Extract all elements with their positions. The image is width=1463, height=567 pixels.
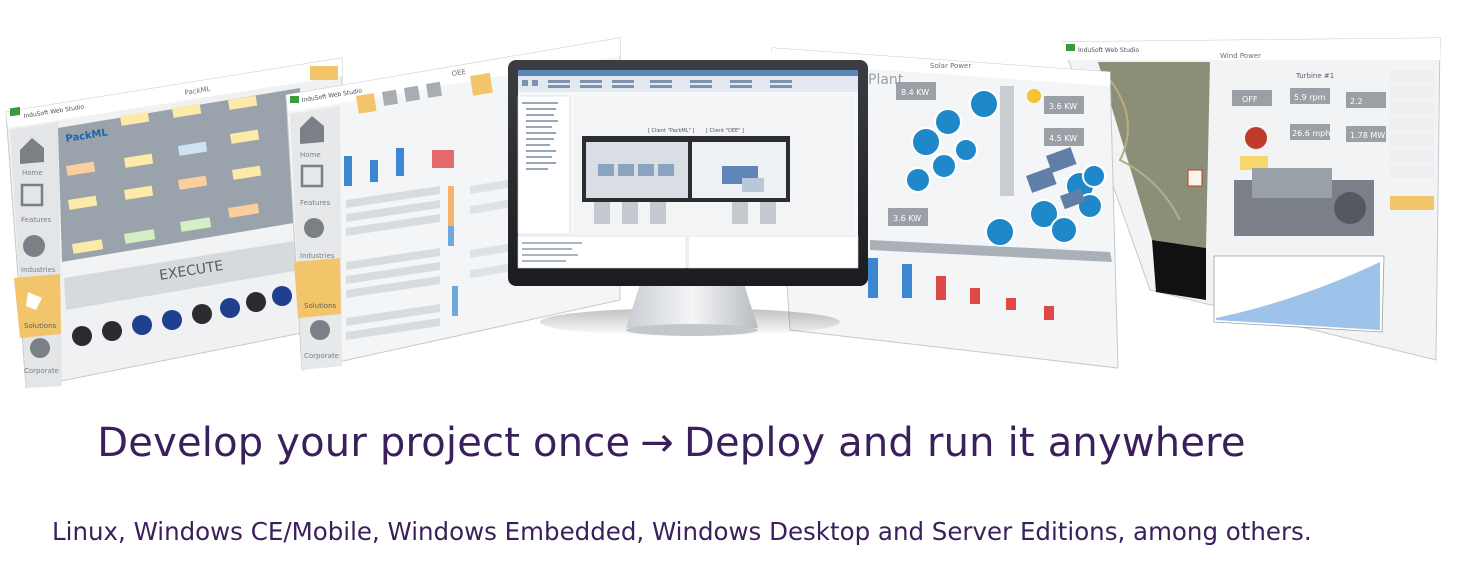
svg-text:Solutions: Solutions — [304, 302, 337, 310]
headline-part2: Deploy and run it anywhere — [684, 420, 1246, 466]
command-button-6[interactable] — [220, 298, 240, 318]
svg-text:Industries: Industries — [21, 266, 56, 274]
command-button-5[interactable] — [192, 304, 212, 324]
hero-scene: InduSoft Web Studio PackML Home Features… — [5, 37, 1441, 389]
corporate-globe-icon — [310, 320, 330, 340]
desktop-monitor: [ Client "PackML" ] [ Client "OEE" ] — [508, 60, 868, 336]
command-button-4[interactable] — [162, 310, 182, 330]
command-button-7[interactable] — [246, 292, 266, 312]
svg-text:2.2: 2.2 — [1350, 97, 1363, 106]
corporate-globe-icon — [30, 338, 50, 358]
svg-text:InduSoft Web Studio: InduSoft Web Studio — [1078, 47, 1139, 54]
packml-state-boxes — [66, 95, 262, 210]
svg-text:Industries: Industries — [300, 252, 335, 260]
brand-logo-icon — [10, 106, 20, 117]
right-arrow-icon: → — [640, 420, 674, 466]
command-button-8[interactable] — [272, 286, 292, 306]
svg-text:3.6 KW: 3.6 KW — [893, 214, 921, 223]
oee-table — [346, 186, 440, 340]
oee-title: OEE — [451, 68, 466, 78]
packml-command-buttons — [72, 286, 292, 346]
platform-list: Linux, Windows CE/Mobile, Windows Embedd… — [52, 517, 1312, 546]
wind-nav — [1390, 70, 1434, 210]
solar-plant-label: Plant — [868, 72, 904, 88]
solar-tower — [1000, 86, 1014, 196]
command-button-3[interactable] — [132, 315, 152, 335]
ide-ribbon — [518, 76, 858, 92]
home-icon — [20, 138, 44, 164]
packml-nav: Home Features Industries — [20, 138, 56, 274]
svg-text:Home: Home — [22, 169, 43, 177]
headline: Develop your project once→Deploy and run… — [0, 420, 1403, 466]
wind-title: Wind Power — [1220, 52, 1261, 60]
packml-title: PackML — [184, 85, 211, 97]
wind-stop-button[interactable] — [1245, 127, 1267, 149]
packml-execute-bar[interactable] — [64, 240, 300, 310]
svg-text:4.5 KW: 4.5 KW — [1049, 134, 1077, 143]
oee-nav-solutions-active — [294, 258, 341, 318]
svg-text:[ Client "PackML" ]: [ Client "PackML" ] — [648, 128, 694, 134]
monitor-stand — [626, 284, 758, 328]
home-icon — [300, 116, 324, 144]
svg-text:Home: Home — [300, 151, 321, 159]
packml-user-badge — [310, 66, 338, 80]
ide-project-tree — [517, 95, 571, 235]
svg-text:1.78 MW: 1.78 MW — [1350, 131, 1385, 140]
svg-text:OFF: OFF — [1242, 95, 1258, 104]
svg-text:3.6 KW: 3.6 KW — [1049, 102, 1077, 111]
packml-lower-boxes — [72, 203, 260, 254]
industries-gear-icon — [23, 235, 45, 257]
solar-dishes — [905, 89, 1106, 247]
brand-logo-icon — [290, 96, 299, 103]
device-showcase: InduSoft Web Studio PackML Home Features… — [5, 37, 1441, 389]
svg-text:Solutions: Solutions — [24, 322, 57, 330]
svg-text:Corporate: Corporate — [24, 367, 59, 375]
svg-text:Corporate: Corporate — [304, 352, 339, 360]
screen-wind: InduSoft Web Studio Wind Power Turbine #… — [1061, 37, 1441, 361]
screen-packml: InduSoft Web Studio PackML Home Features… — [5, 57, 343, 389]
features-icon — [300, 164, 324, 188]
solar-title: Solar Power — [930, 62, 971, 70]
oee-bar-gauges — [344, 148, 454, 186]
svg-text:5.9 rpm: 5.9 rpm — [1294, 93, 1326, 102]
svg-text:[ Client "OEE" ]: [ Client "OEE" ] — [706, 128, 744, 134]
brand-logo-icon — [1066, 44, 1075, 51]
solar-value-boxes — [888, 82, 1084, 226]
svg-text:26.6 mph: 26.6 mph — [1292, 129, 1330, 138]
command-button-1[interactable] — [72, 326, 92, 346]
solar-panels — [1026, 147, 1086, 210]
turbine-label: Turbine #1 — [1295, 72, 1334, 80]
features-icon — [20, 183, 44, 207]
solar-production-bars — [868, 258, 1054, 320]
command-button-2[interactable] — [102, 321, 122, 341]
headline-part1: Develop your project once — [97, 420, 631, 466]
svg-text:Features: Features — [21, 216, 51, 224]
ide-output-pane — [517, 235, 687, 269]
svg-text:Features: Features — [300, 199, 330, 207]
svg-text:8.4 KW: 8.4 KW — [901, 88, 929, 97]
industries-gear-icon — [304, 218, 324, 238]
sun-icon — [1027, 89, 1041, 103]
packml-state-diagram — [58, 88, 300, 262]
